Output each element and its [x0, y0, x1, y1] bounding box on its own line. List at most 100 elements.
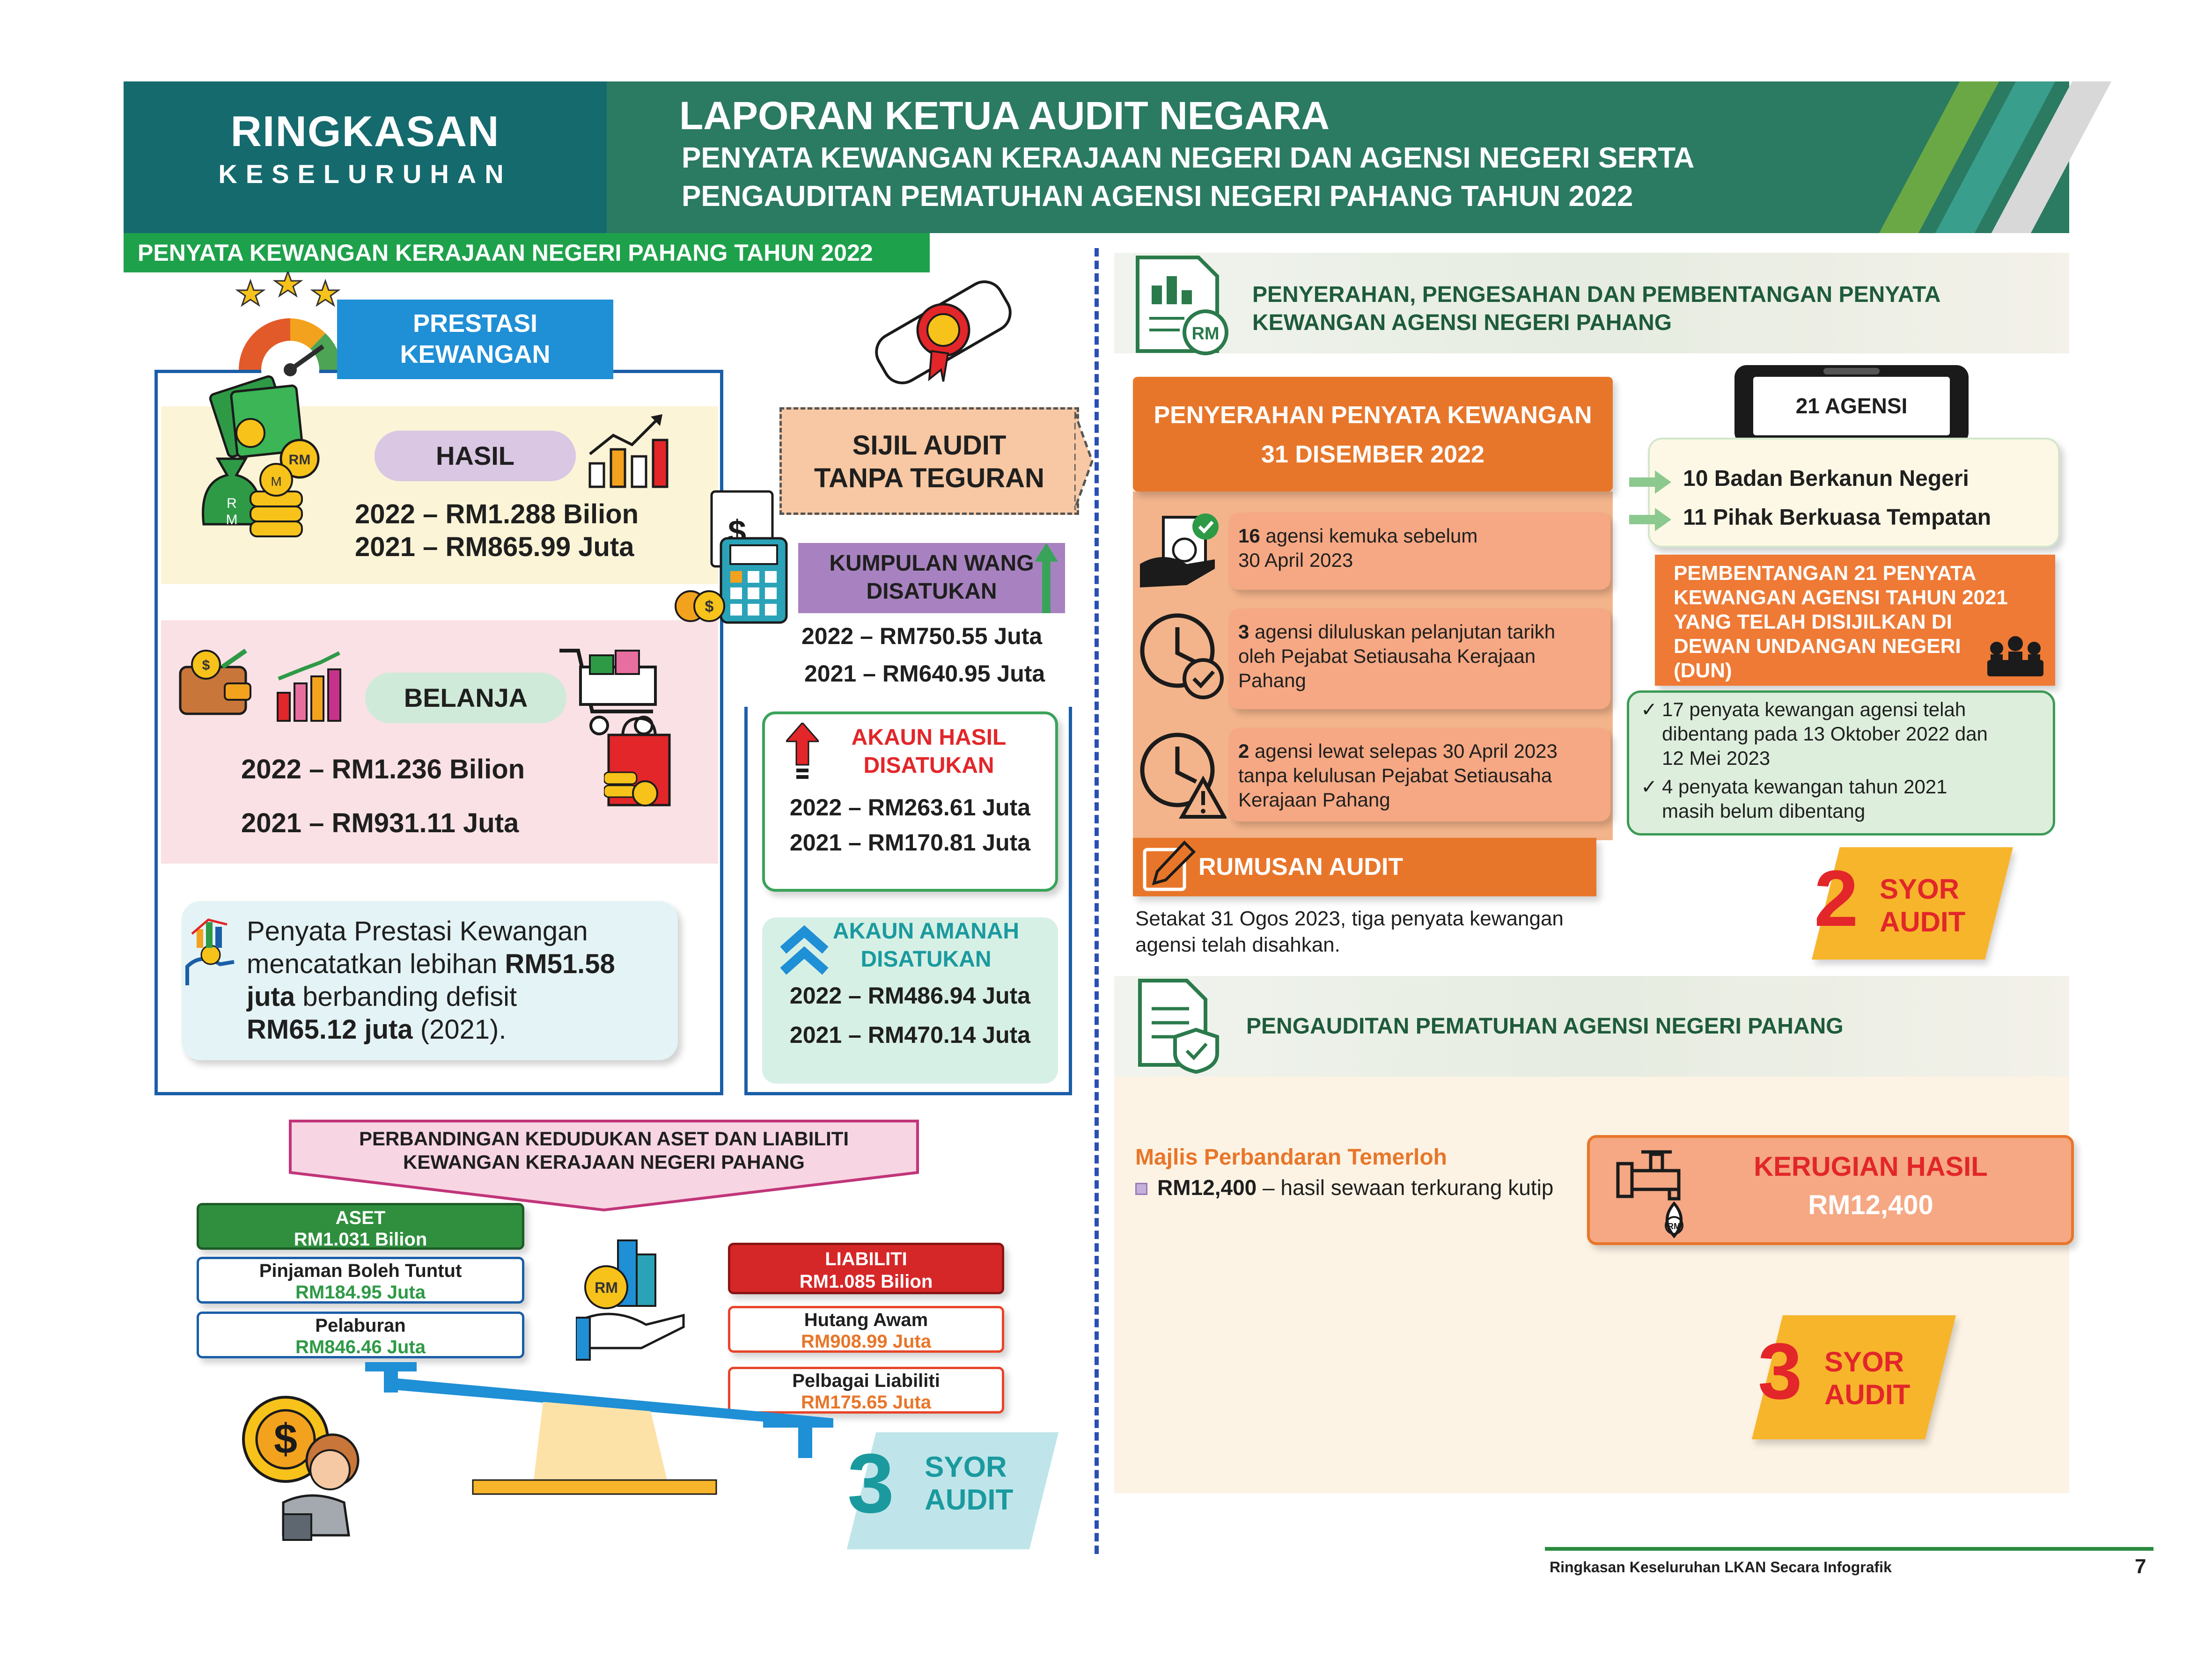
balance-scale — [365, 1362, 833, 1495]
hutang-value: RM908.99 Juta — [801, 1331, 931, 1352]
status-1-line-1: 17 penyata kewangan agensi telah — [1662, 698, 1966, 720]
scroll-certificate-icon — [875, 280, 1012, 384]
sijil-line-1: SIJIL AUDIT — [852, 430, 1007, 461]
rumusan-audit-bar: RUMUSAN AUDIT — [1133, 838, 1596, 896]
note-line-2: mencatatkan lebihan RM51.58 — [247, 948, 615, 981]
pelbagai-liabiliti-item: Pelbagai Liabiliti RM175.65 Juta — [728, 1367, 1004, 1414]
svg-text:$: $ — [705, 598, 714, 616]
kwd-2021: 2021 – RM640.95 Juta — [804, 660, 1045, 687]
finding-text: – hasil sewaan terkurang kutip — [1257, 1175, 1554, 1200]
pembentangan-line-3: YANG TELAH DISIJILKAN DI — [1674, 610, 1952, 633]
note-line-3: juta berbanding defisit — [247, 981, 615, 1013]
syor-bottom-text: SYOR AUDIT — [1824, 1346, 1910, 1411]
penyerahan-line-1: PENYERAHAN PENYATA KEWANGAN — [1154, 402, 1592, 429]
agensi-section-title: PENYERAHAN, PENGESAHAN DAN PEMBENTANGAN … — [1252, 281, 1940, 337]
syor-top-number: 2 — [1814, 854, 1859, 943]
aad-title: AKAUN AMANAH DISATUKAN — [809, 917, 1043, 974]
businessman-coin-icon: $ — [242, 1396, 360, 1541]
middle-frame — [744, 707, 1072, 1095]
belanja-2021: 2021 – RM931.11 Juta — [241, 808, 519, 838]
card2-line-3: Pahang — [1238, 669, 1306, 691]
pengauditan-title: PENGAUDITAN PEMATUHAN AGENSI NEGERI PAHA… — [1246, 1014, 1844, 1039]
svg-text:RM: RM — [289, 452, 311, 468]
section-divider — [1095, 248, 1099, 1554]
pelbagai-value: RM175.65 Juta — [801, 1392, 931, 1413]
shopping-cart-icon — [559, 649, 657, 735]
header-title: LAPORAN KETUA AUDIT NEGARA — [679, 94, 1330, 138]
svg-text:RM: RM — [1191, 324, 1219, 344]
penyerahan-card-2: 3 agensi diluluskan pelanjutan tarikh ol… — [1229, 608, 1610, 709]
agensi-section-header — [1114, 253, 2069, 353]
card1-count: 16 — [1238, 525, 1260, 547]
syor-left-number: 3 — [847, 1437, 895, 1531]
clock-warning-icon — [1140, 733, 1227, 819]
pembentangan-line-1: PEMBENTANGAN 21 PENYATA — [1674, 562, 1977, 585]
pelaburan-value: RM846.46 Juta — [295, 1337, 426, 1357]
header-left-subtitle: KESELURUHAN — [218, 159, 512, 189]
prestasi-line-1: PRESTASI — [412, 309, 538, 337]
svg-text:$: $ — [202, 658, 210, 673]
agensi-title-line-2: KEWANGAN AGENSI NEGERI PAHANG — [1252, 310, 1672, 335]
penyerahan-line-2: 31 DISEMBER 2022 — [1261, 441, 1484, 468]
comparison-banner-shape — [289, 1120, 919, 1212]
card2-count: 3 — [1238, 621, 1249, 643]
liabiliti-label: LIABILITI — [825, 1249, 907, 1269]
agensi-count: 21 AGENSI — [1753, 377, 1950, 435]
card2-text: agensi diluluskan pelanjutan tarikh — [1249, 621, 1556, 643]
aad-2022: 2022 – RM486.94 Juta — [789, 982, 1031, 1009]
pinjaman-value: RM184.95 Juta — [295, 1282, 426, 1303]
finding-amount: RM12,400 — [1157, 1175, 1257, 1200]
status-item-2: 4 penyata kewangan tahun 2021 masih belu… — [1662, 775, 1947, 823]
arrow-right-icon — [1629, 508, 1671, 531]
akaun-amanah-disatukan-card: AKAUN AMANAH DISATUKAN 2022 – RM486.94 J… — [762, 917, 1058, 1084]
syor-left-line-1: SYOR — [925, 1451, 1007, 1483]
pinjaman-item: Pinjaman Boleh Tuntut RM184.95 Juta — [197, 1257, 524, 1304]
phone-speaker — [1823, 368, 1880, 374]
rumusan-line-2: agensi telah disahkan. — [1135, 933, 1340, 956]
syor-bottom-line-1: SYOR — [1824, 1346, 1904, 1378]
calculator-icon: $ $ — [675, 490, 788, 624]
header-left-block: RINGKASAN KESELURUHAN — [124, 81, 607, 233]
card3-count: 2 — [1238, 740, 1249, 762]
document-chart-icon: RM — [1136, 256, 1228, 355]
aad-line-1: AKAUN AMANAH — [832, 919, 1020, 944]
hand-rm-icon: RM — [576, 1239, 685, 1361]
syor-top-line-2: AUDIT — [1880, 906, 1966, 938]
pelaburan-label: Pelaburan — [315, 1315, 406, 1336]
card1-line-2: 30 April 2023 — [1238, 549, 1353, 571]
penyerahan-card-3: 2 agensi lewat selepas 30 April 2023 tan… — [1229, 728, 1610, 821]
liabiliti-header: LIABILITI RM1.085 Bilion — [728, 1243, 1004, 1294]
penyerahan-header: PENYERAHAN PENYATA KEWANGAN 31 DISEMBER … — [1133, 377, 1613, 491]
check-icon: ✓ — [1641, 776, 1658, 798]
section-tag-kerajaan-negeri: PENYATA KEWANGAN KERAJAAN NEGERI PAHANG … — [124, 233, 930, 272]
growth-chart-icon — [588, 414, 669, 488]
comparison-title-1: PERBANDINGAN KEDUDUKAN ASET DAN LIABILIT… — [359, 1128, 849, 1150]
card2-line-2: oleh Pejabat Setiausaha Kerajaan — [1238, 645, 1536, 667]
syor-bottom-line-2: AUDIT — [1824, 1379, 1911, 1410]
status-2-line-1: 4 penyata kewangan tahun 2021 — [1662, 776, 1947, 798]
pengauditan-section-header — [1114, 976, 2069, 1077]
svg-text:RM: RM — [595, 1279, 618, 1296]
header-subtitle-1: PENYATA KEWANGAN KERAJAAN NEGERI DAN AGE… — [682, 142, 1695, 174]
prestasi-kewangan-tag: PRESTASI KEWANGAN — [337, 300, 613, 379]
card3-text: agensi lewat selepas 30 April 2023 — [1249, 740, 1558, 762]
hasil-2021: 2021 – RM865.99 Juta — [355, 532, 634, 562]
hand-rm-icon — [1140, 513, 1219, 587]
svg-text:$: $ — [274, 1416, 297, 1463]
syor-bottom-number: 3 — [1758, 1327, 1802, 1416]
note-line-3-text: berbanding defisit — [295, 982, 517, 1012]
note-line-1: Penyata Prestasi Kewangan — [247, 916, 588, 946]
note-line-4: RM65.12 juta (2021). — [247, 1013, 615, 1046]
card2-line-1: 3 agensi diluluskan pelanjutan tarikh — [1238, 620, 1601, 644]
ahd-title: AKAUN HASIL DISATUKAN — [821, 724, 1036, 780]
status-2-line-2: masih belum dibentang — [1662, 800, 1866, 822]
header-subtitle-2: PENGAUDITAN PEMATUHAN AGENSI NEGERI PAHA… — [682, 180, 1633, 213]
rumusan-text: Setakat 31 Ogos 2023, tiga penyata kewan… — [1135, 906, 1564, 958]
kerugian-hasil-card: RM KERUGIAN HASIL RM12,400 — [1587, 1135, 2074, 1245]
status-item-1: 17 penyata kewangan agensi telah dibenta… — [1662, 697, 1988, 770]
arrow-up-icon — [786, 723, 819, 779]
svg-text:R: R — [227, 496, 237, 511]
agensi-title-line-1: PENYERAHAN, PENGESAHAN DAN PEMBENTANGAN … — [1252, 282, 1941, 307]
kwd-2022: 2022 – RM750.55 Juta — [801, 623, 1043, 649]
kwd-line-1: KUMPULAN WANG — [829, 551, 1034, 576]
